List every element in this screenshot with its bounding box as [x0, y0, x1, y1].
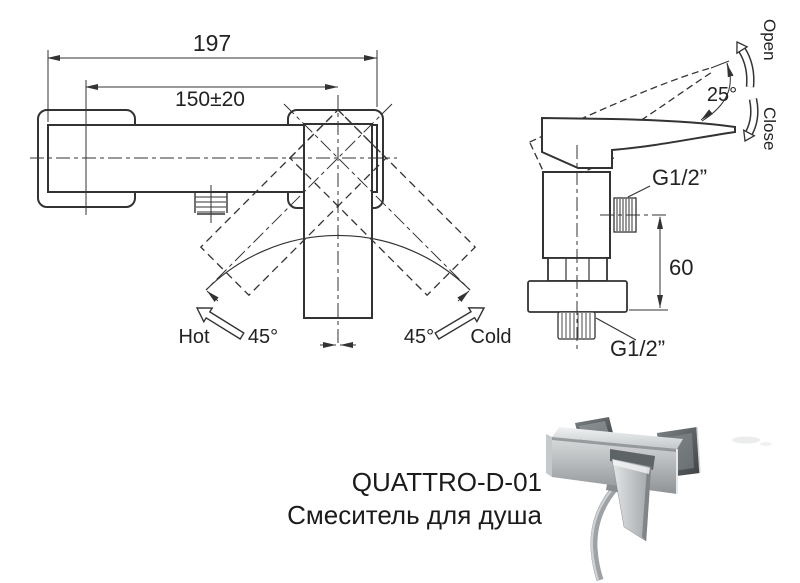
- side-centerlines: [576, 145, 666, 352]
- photo-hose: [590, 484, 619, 581]
- rotation-arc: [205, 234, 471, 291]
- hot-direction-arrow: [195, 307, 245, 340]
- bottom-thread: [557, 311, 596, 340]
- lever-angle-dimension: [700, 60, 734, 122]
- front-outlet-thread: [194, 185, 228, 223]
- photo-body-left-end: [546, 434, 552, 477]
- close-arrow: [742, 98, 759, 143]
- photo-right-flange-edge: [696, 426, 701, 474]
- lever-open-ghost: [528, 67, 712, 174]
- photo-body-seam: [552, 437, 677, 452]
- photo-handle-highlight: [613, 460, 650, 474]
- lever-angle-label: 25°: [707, 84, 737, 106]
- product-photo: [546, 417, 772, 581]
- lever-head-side: [541, 116, 736, 169]
- rotation-angle-left-label: 45°: [248, 326, 278, 348]
- front-centerlines: [30, 95, 471, 345]
- side-view-drawing: 60 G1/2” G1/2” 25° Open Close: [527, 19, 779, 361]
- dimension-length: [47, 50, 378, 122]
- cold-label: Cold: [470, 326, 511, 348]
- dimension-label-length: 197: [193, 30, 231, 56]
- open-arrow: [736, 40, 755, 88]
- hot-label: Hot: [178, 326, 210, 348]
- bottom-thread-label: G1/2”: [610, 336, 665, 361]
- photo-handle-edge: [642, 467, 651, 541]
- photo-handle-cap: [610, 449, 655, 470]
- photo-body-top: [552, 427, 683, 449]
- close-label: Close: [760, 107, 779, 150]
- top-thread-label: G1/2”: [652, 165, 707, 190]
- product-caption: QUATTRO-D-01 Смеситель для душа: [287, 466, 542, 532]
- photo-hose-highlight: [590, 486, 615, 581]
- dimension-label-mount-distance: 150±20: [175, 88, 245, 111]
- dimension-height: [629, 216, 668, 311]
- cold-direction-arrow: [434, 307, 486, 340]
- rotation-arc-arrows: [206, 290, 470, 348]
- height-dimension-label: 60: [669, 255, 693, 280]
- handle-rotation-ghosts: [199, 108, 477, 297]
- photo-shadow: [732, 436, 760, 444]
- rotation-angle-right-label: 45°: [404, 326, 434, 348]
- model-label: QUATTRO-D-01: [351, 467, 542, 497]
- photo-shadow-2: [760, 442, 772, 446]
- product-name-label: Смеситель для душа: [287, 500, 542, 530]
- open-label: Open: [760, 19, 779, 61]
- bottom-thread-leader: [595, 317, 637, 341]
- top-thread-leader: [627, 185, 651, 198]
- front-view-drawing: 197 150±20 Hot 45° 45° Cold: [30, 30, 512, 348]
